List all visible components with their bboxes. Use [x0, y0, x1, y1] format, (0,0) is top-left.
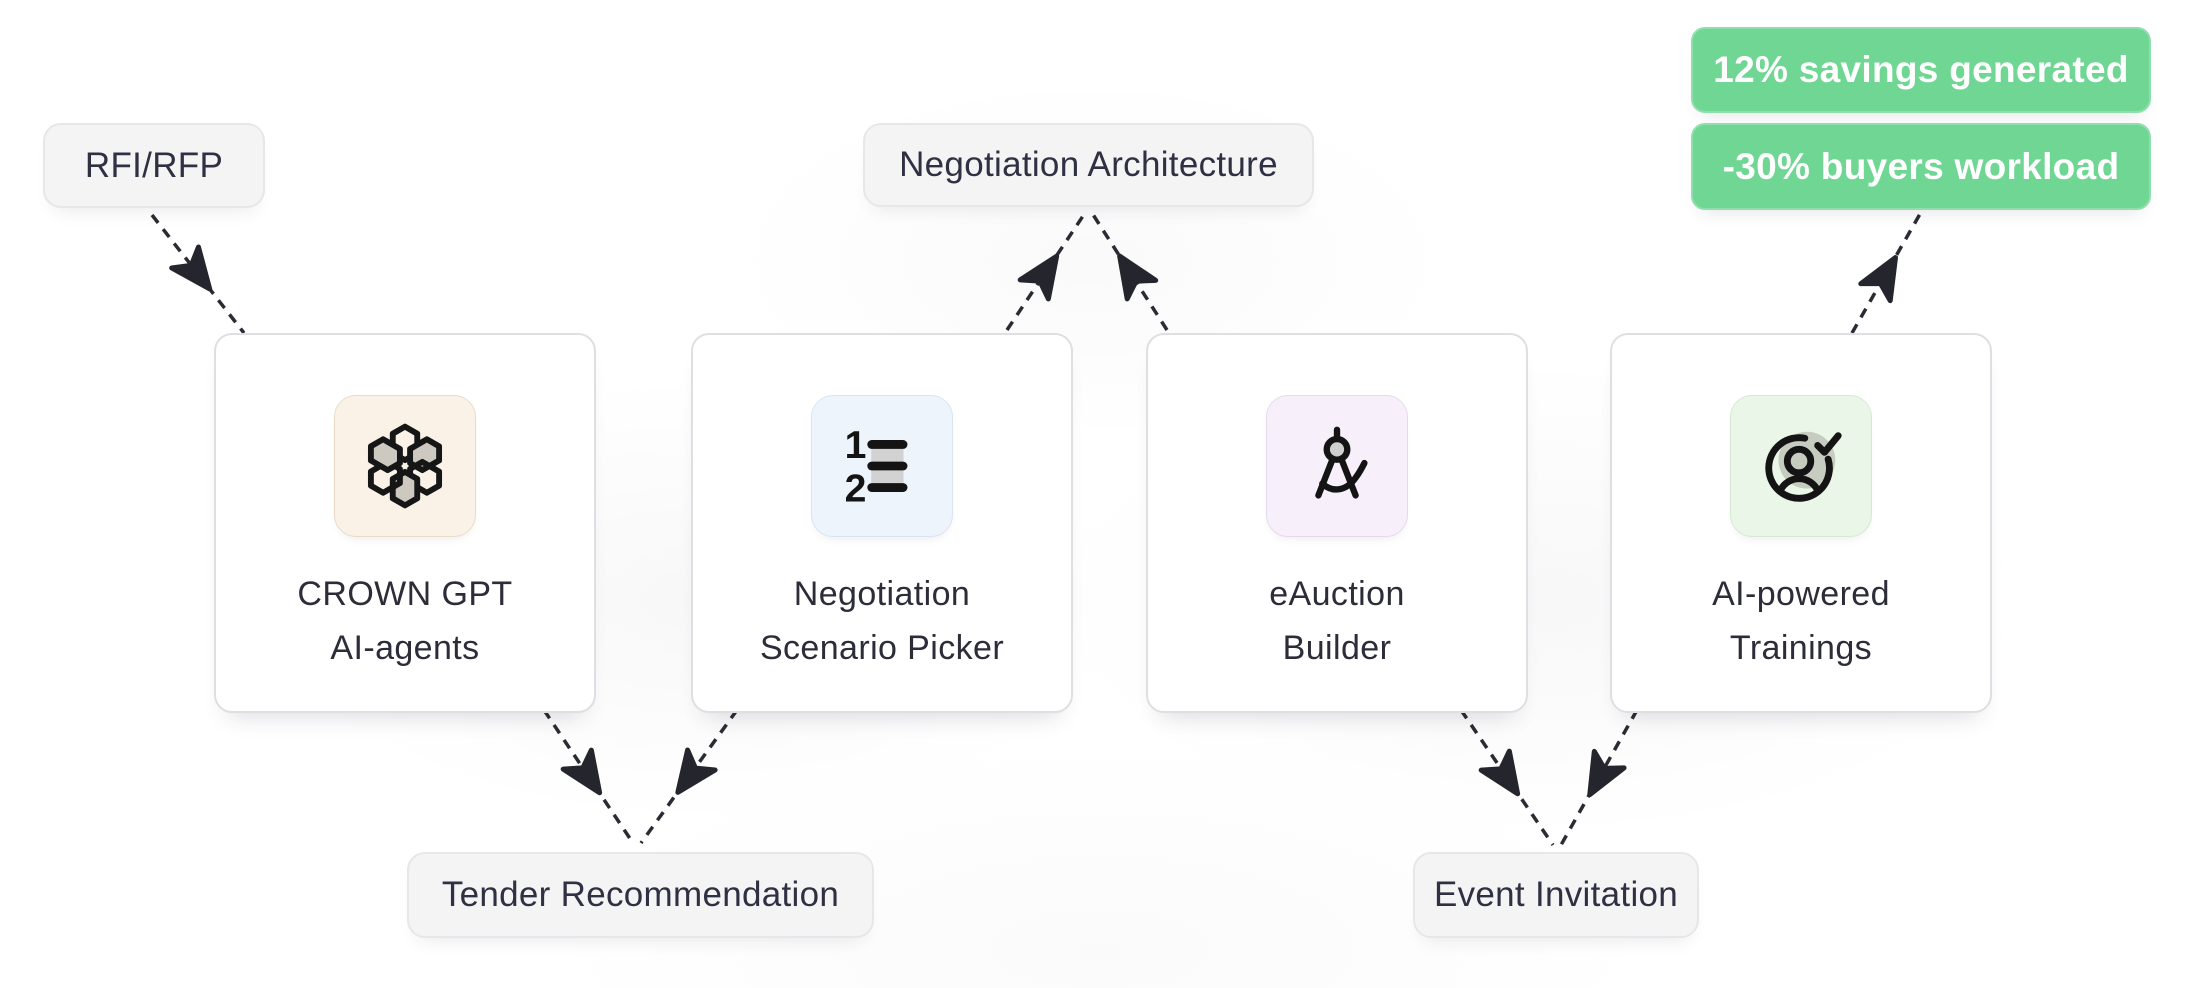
user-check-icon — [1730, 395, 1872, 537]
node-negotiation-architecture[interactable]: Negotiation Architecture — [863, 123, 1314, 207]
arrowhead — [169, 244, 213, 292]
card-ai-powered-trainings[interactable]: AI-powered Trainings — [1610, 333, 1992, 713]
badge-label: 12% savings generated — [1713, 49, 2129, 90]
node-tender-recommendation[interactable]: Tender Recommendation — [407, 852, 874, 938]
node-label: RFI/RFP — [84, 145, 224, 185]
badge-label: -30% buyers workload — [1722, 145, 2120, 187]
card-negotiation-scenario-picker[interactable]: 1 2 Negotiation Scenario Picker — [691, 333, 1073, 713]
node-label: Negotiation Architecture — [899, 145, 1278, 184]
node-event-invitation[interactable]: Event Invitation — [1413, 852, 1699, 938]
card-title: AI-powered Trainings — [1712, 575, 1890, 667]
edge-scenario-picker-to-negotiation-architecture — [1005, 212, 1087, 331]
arrowhead — [1478, 748, 1521, 797]
numbered-list-icon: 1 2 — [811, 395, 953, 537]
drafting-compass-icon — [1266, 395, 1408, 537]
openai-logo-icon — [334, 395, 476, 537]
arrowhead — [560, 747, 603, 796]
card-title: eAuction Builder — [1269, 575, 1405, 667]
svg-text:1: 1 — [845, 424, 867, 467]
arrowhead — [1117, 253, 1159, 302]
arrowhead — [1587, 748, 1627, 798]
card-eauction-builder[interactable]: eAuction Builder — [1146, 333, 1528, 713]
badge-buyers-workload[interactable]: -30% buyers workload — [1691, 123, 2151, 210]
edge-scenario-picker-to-tender-recommendation — [639, 708, 739, 845]
edge-eauction-to-negotiation-architecture — [1090, 212, 1169, 331]
node-label: Tender Recommendation — [441, 875, 840, 914]
card-title: Negotiation Scenario Picker — [759, 575, 1005, 667]
arrowhead — [675, 747, 718, 795]
arrowhead — [1858, 255, 1898, 304]
edge-trainings-to-workload-badge — [1850, 213, 1922, 334]
card-title: CROWN GPT AI-agents — [297, 575, 513, 667]
node-rfi-rfp[interactable]: RFI/RFP — [43, 123, 265, 208]
node-label: Event Invitation — [1433, 875, 1679, 914]
card-crown-gpt[interactable]: CROWN GPT AI-agents — [214, 333, 596, 713]
arrowhead — [1017, 253, 1060, 302]
badge-savings-generated[interactable]: 12% savings generated — [1691, 27, 2151, 113]
svg-text:2: 2 — [845, 467, 867, 510]
